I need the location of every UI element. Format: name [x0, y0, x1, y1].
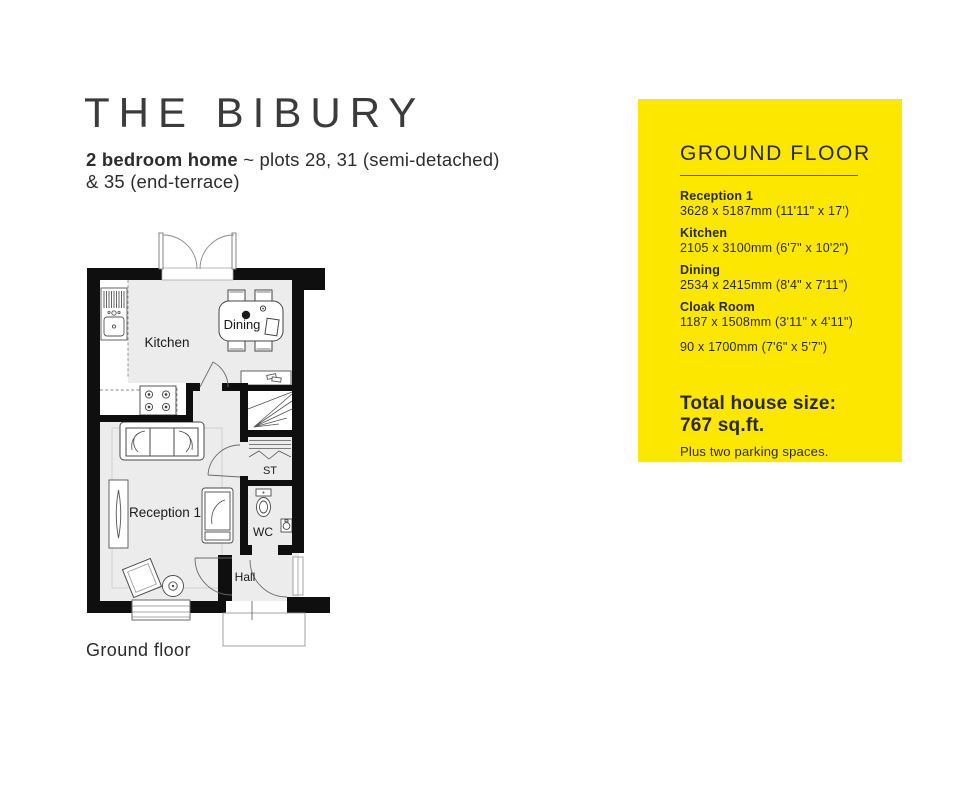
room-dims: 90 x 1700mm (7'6" x 5'7"): [680, 340, 828, 354]
wc-basin: [280, 518, 293, 533]
porch-outline: [222, 601, 306, 647]
room-name: Cloak Room: [680, 300, 755, 314]
total-value: 767 sq.ft.: [680, 415, 765, 436]
kitchen-sink: [100, 287, 128, 341]
reception-window: [131, 599, 191, 621]
sideboard: [240, 370, 292, 386]
dining-table: [218, 289, 284, 352]
panel-divider: [680, 175, 858, 176]
subtitle-bold: 2 bedroom home: [86, 149, 238, 170]
room-entry: Reception 1 3628 x 5187mm (11'11" x 17'): [680, 189, 882, 219]
room-entry: 90 x 1700mm (7'6" x 5'7"): [680, 340, 882, 355]
reception-label: Reception 1: [129, 505, 201, 520]
stairs: [247, 391, 293, 430]
total-house-size: Total house size: 767 sq.ft. Plus two pa…: [680, 393, 882, 459]
room-entry: Kitchen 2105 x 3100mm (6'7" x 10'2"): [680, 226, 882, 256]
kitchen-hob: [139, 385, 177, 416]
room-name: Reception 1: [680, 189, 754, 203]
subtitle-tail: ~ plots 28, 31 (semi-detached): [237, 149, 500, 170]
coffee-table: [121, 557, 163, 599]
toilet: [255, 488, 272, 517]
subtitle-line2: & 35 (end-terrace): [86, 171, 240, 192]
room-entry: Cloak Room 1187 x 1508mm (3'11" x 4'11"): [680, 300, 882, 330]
floorplan-caption: Ground floor: [86, 640, 191, 660]
hall-label: Hall: [235, 570, 256, 584]
room-dims: 2105 x 3100mm (6'7" x 10'2"): [680, 241, 849, 255]
panel-title: GROUND FLOOR: [680, 142, 871, 165]
parking-note: Plus two parking spaces.: [680, 444, 829, 459]
storage-shelves: [248, 440, 292, 460]
info-panel: GROUND FLOOR Reception 1 3628 x 5187mm (…: [638, 99, 902, 462]
armchair: [201, 487, 234, 544]
wc-label: WC: [253, 525, 273, 539]
page-title: THE BIBURY: [84, 89, 426, 136]
room-name: Dining: [680, 263, 721, 277]
floor-lamp: [162, 575, 184, 597]
sofa: [119, 421, 205, 461]
hall-sidelight: [292, 556, 304, 596]
french-doors: [158, 232, 237, 281]
kitchen-label: Kitchen: [144, 335, 189, 350]
room-dimensions-list: Reception 1 3628 x 5187mm (11'11" x 17')…: [680, 189, 882, 355]
door-swings: [194, 361, 288, 620]
room-name: Kitchen: [680, 226, 728, 240]
room-dims: 2534 x 2415mm (8'4" x 7'11"): [680, 278, 848, 292]
room-dims: 3628 x 5187mm (11'11" x 17'): [680, 204, 850, 218]
room-entry: Dining 2534 x 2415mm (8'4" x 7'11"): [680, 263, 882, 293]
dining-label: Dining: [224, 317, 261, 332]
floorplan-drawing: Kitchen Dining Reception 1 ST WC Hall: [87, 232, 330, 647]
room-labels: Kitchen Dining Reception 1 ST WC Hall: [129, 317, 277, 584]
tv-unit: [108, 479, 129, 549]
storage-label: ST: [263, 465, 277, 477]
page-subtitle: 2 bedroom home ~ plots 28, 31 (semi-deta…: [86, 149, 506, 193]
room-dims: 1187 x 1508mm (3'11" x 4'11"): [680, 315, 854, 329]
total-label: Total house size:: [680, 393, 837, 414]
walls: [87, 268, 330, 613]
